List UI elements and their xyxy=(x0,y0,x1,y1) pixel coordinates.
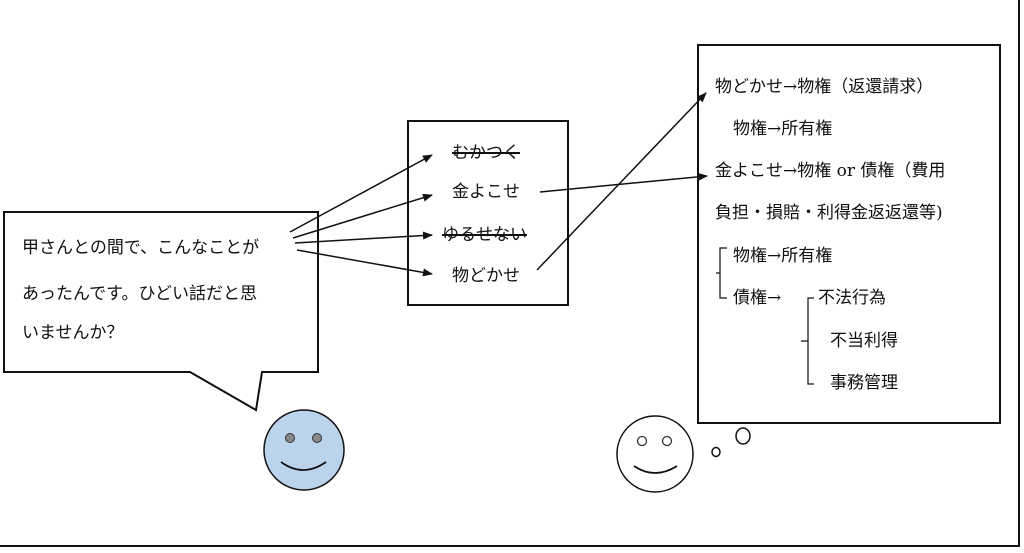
arrow-to-item-1 xyxy=(289,154,433,233)
branch-real-rights: 物権→所有権 xyxy=(733,246,833,266)
speech-line-2: あったんです。ひどい話だと思 xyxy=(22,284,257,304)
client-right-eye xyxy=(312,433,322,443)
item-unforgivable: ゆるせない xyxy=(442,225,527,245)
arrow-to-item-3 xyxy=(294,231,433,244)
speech-line-3: いませんか？ xyxy=(22,323,124,343)
branch-obligations: 債権→ xyxy=(733,288,782,308)
speech-line-1: 甲さんとの間で、こんなことが xyxy=(22,238,260,258)
right-line-4: 負担・損賠・利得金返返還等) xyxy=(715,203,943,223)
arrow-to-item-2 xyxy=(292,193,433,239)
sub-unjust-enrichment: 不当利得 xyxy=(830,331,898,351)
item-move-object: 物どかせ xyxy=(452,266,520,286)
arrow-to-item-4 xyxy=(296,249,433,277)
middle-box xyxy=(407,120,569,306)
arrow-move-to-right xyxy=(536,92,707,271)
bracket-obligations xyxy=(801,297,814,385)
thought-bubble-small xyxy=(711,446,721,458)
client-smile xyxy=(280,461,327,471)
right-line-1: 物どかせ→物権（返還請求） xyxy=(715,77,934,97)
frame-bottom-border xyxy=(0,545,1020,547)
lawyer-smile xyxy=(633,465,678,474)
sub-tort: 不法行為 xyxy=(818,288,886,308)
client-left-eye xyxy=(285,433,295,443)
item-angry: むかつく xyxy=(452,143,520,163)
lawyer-face xyxy=(616,415,694,493)
right-line-3: 金よこせ→物権 or 債権（費用 xyxy=(715,161,946,181)
arrow-money-to-right xyxy=(539,172,708,193)
thought-bubble-large xyxy=(735,427,751,445)
speech-bubble xyxy=(3,211,319,412)
item-pay-money: 金よこせ xyxy=(452,182,520,202)
frame-right-border xyxy=(1018,0,1020,546)
right-line-2: 物権→所有権 xyxy=(733,119,833,139)
bracket-rights xyxy=(716,247,727,299)
lawyer-left-eye xyxy=(636,435,648,447)
lawyer-right-eye xyxy=(661,435,673,447)
sub-management: 事務管理 xyxy=(830,373,898,393)
right-box xyxy=(697,44,1001,424)
client-face xyxy=(263,409,345,491)
